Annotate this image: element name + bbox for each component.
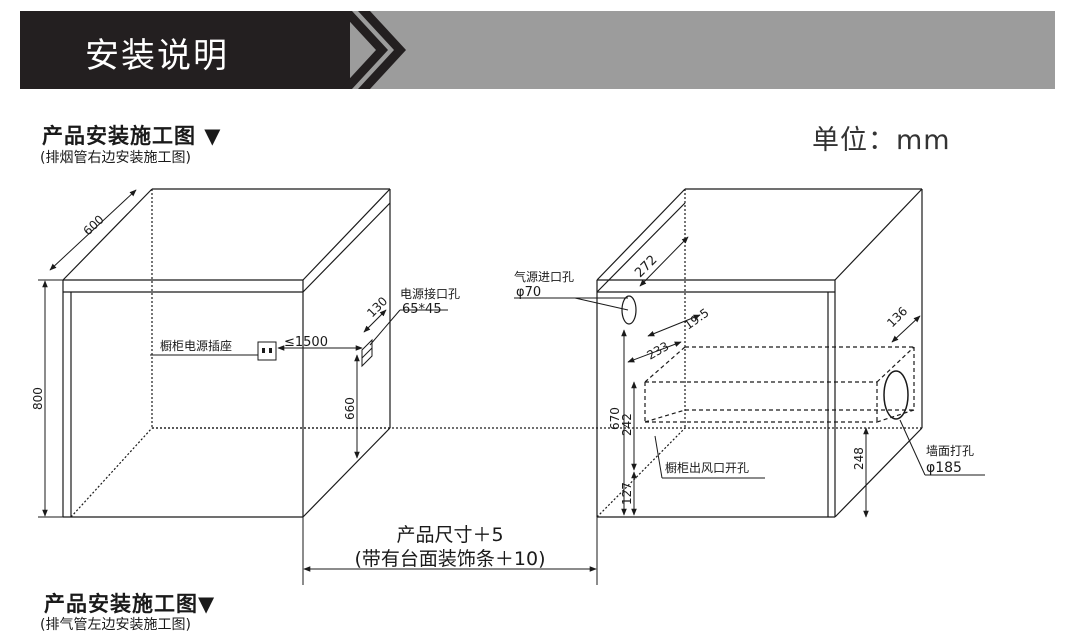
- banner-title: 安装说明: [85, 36, 229, 76]
- dim-242: 242: [620, 413, 634, 436]
- power-port-size: 65*45: [402, 302, 442, 317]
- gas-inlet-size: φ70: [516, 285, 541, 300]
- dim-port-height: 660: [343, 397, 357, 420]
- chevron-right-icon: [340, 11, 406, 89]
- power-socket-icon: [257, 341, 277, 361]
- section2-title: 产品安装施工图▼: [44, 592, 216, 616]
- unit-label: 单位：mm: [812, 125, 951, 156]
- left-cabinet: [62, 188, 391, 518]
- banner-dark-block: [20, 11, 350, 89]
- vent-label: 橱柜出风口开孔: [665, 461, 749, 475]
- dim-gas-offset: 272: [632, 253, 660, 281]
- dim-depth-600: 600: [80, 212, 106, 238]
- dim-19-5: 19.5: [682, 306, 712, 333]
- section2-subtitle: (排气管左边安装施工图): [40, 617, 191, 633]
- product-size-trim-label: (带有台面装饰条＋10): [354, 548, 545, 570]
- section1-subtitle: (排烟管右边安装施工图): [40, 150, 191, 166]
- section1-title: 产品安装施工图 ▼: [42, 124, 222, 148]
- dim-wall-height: 248: [852, 447, 866, 470]
- dim-127: 127: [620, 482, 634, 505]
- dim-port-offset: 130: [364, 294, 390, 320]
- gas-inlet-label: 气源进口孔: [514, 269, 574, 284]
- dim-233: 233: [645, 339, 672, 363]
- banner-gray-block: [350, 11, 1055, 89]
- dim-height-800: 800: [31, 387, 45, 410]
- wall-hole-icon: [883, 370, 909, 420]
- dim-max-distance: ≤1500: [284, 335, 328, 350]
- gas-inlet-hole-icon: [621, 295, 637, 325]
- wall-hole-size: φ185: [926, 460, 962, 476]
- product-size-label: 产品尺寸＋5: [396, 524, 503, 546]
- dim-wall-offset: 136: [884, 304, 910, 330]
- power-port-label: 电源接口孔: [400, 286, 460, 301]
- dim-670: 670: [608, 407, 622, 430]
- socket-label: 橱柜电源插座: [160, 338, 232, 353]
- wall-hole-label: 墙面打孔: [926, 444, 974, 458]
- power-port-icon: [361, 338, 373, 368]
